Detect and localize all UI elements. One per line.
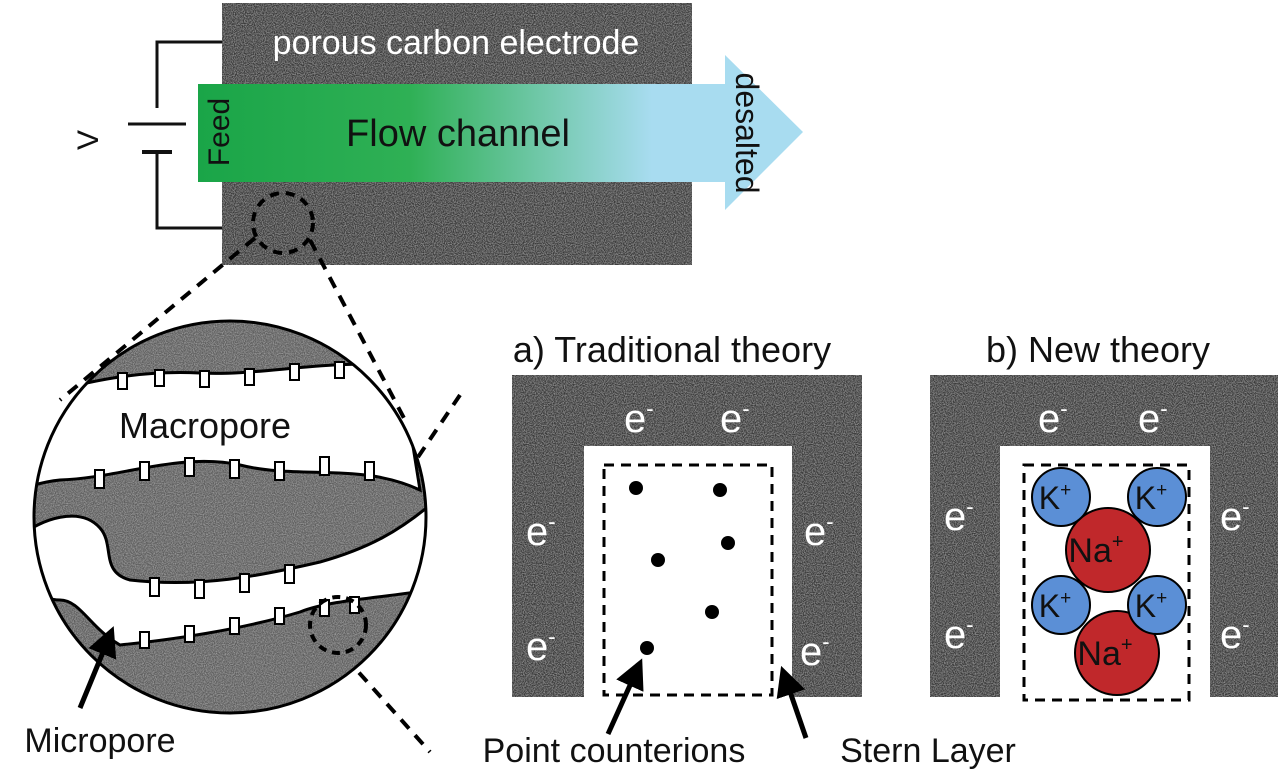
k-ion-1: K+ [1031, 467, 1091, 527]
electron-a-5: e- [526, 624, 556, 669]
panel-b-title: b) New theory [986, 329, 1210, 370]
electrons-a: e- e- e- e- e- e- [526, 396, 834, 674]
panel-a: a) Traditional theory e- e- e- e- e- e- … [483, 329, 1016, 770]
flow-channel-label: Flow channel [346, 113, 570, 155]
zoom-guides [58, 236, 462, 754]
svg-text:K+: K+ [1039, 588, 1071, 624]
cdi-cell: porous carbon electrode Flow channel Fee… [72, 3, 803, 265]
voltage-label: V [72, 130, 105, 150]
electron-a-1: e- [624, 396, 654, 441]
svg-text:K+: K+ [1135, 480, 1167, 516]
electrode-label: porous carbon electrode [273, 24, 640, 62]
electron-b-6: e- [1220, 612, 1250, 657]
electron-b-3: e- [944, 494, 974, 539]
electron-b-2: e- [1138, 396, 1168, 441]
ions: Na+ Na+ K+ K+ K+ K+ [1031, 467, 1187, 696]
counterion-1 [629, 481, 643, 495]
micropore-teeth [94, 361, 375, 649]
counterion-4 [721, 536, 735, 550]
k-ion-3: K+ [1031, 575, 1091, 635]
electron-a-4: e- [804, 509, 834, 554]
counterion-3 [651, 553, 665, 567]
feed-label: Feed [203, 98, 236, 166]
micropore-label: Micropore [24, 722, 175, 760]
panel-a-pore-wall [512, 375, 862, 697]
top-electrode [222, 3, 692, 85]
electron-a-2: e- [720, 396, 750, 441]
stern-layer-a [602, 463, 774, 697]
na-ion-1: Na+ [1065, 507, 1151, 593]
svg-text:Na+: Na+ [1068, 531, 1123, 570]
electron-b-1: e- [1038, 396, 1068, 441]
na-ion-2: Na+ [1074, 610, 1160, 696]
pore-zoom: Macropore Micropore [24, 319, 428, 760]
counterion-5 [705, 605, 719, 619]
lower-pore-region [34, 501, 426, 647]
panel-b: b) New theory e- e- e- e- e- e- Na+ Na+ … [930, 329, 1278, 702]
counterion-pointer [605, 658, 644, 736]
svg-text:K+: K+ [1135, 588, 1167, 624]
point-counterions [629, 481, 735, 655]
electron-b-4: e- [1220, 494, 1250, 539]
stern-layer-label: Stern Layer [840, 732, 1016, 770]
panel-a-title: a) Traditional theory [513, 329, 831, 370]
stern-layer-b [1022, 463, 1191, 702]
electron-a-6: e- [800, 629, 830, 674]
k-ion-4: K+ [1127, 575, 1187, 635]
micropore-zoom-circle [308, 595, 368, 655]
flow-channel-arrow [198, 55, 803, 210]
desalted-label: desalted [729, 73, 765, 194]
macropore-label: Macropore [119, 405, 291, 446]
voltage-circuit [128, 40, 222, 230]
stern-pointer [776, 665, 809, 739]
counterion-2 [713, 483, 727, 497]
electrons-b: e- e- e- e- e- e- [944, 396, 1250, 657]
counterion-6 [640, 641, 654, 655]
electron-b-5: e- [944, 612, 974, 657]
micropore-pointer [77, 626, 117, 709]
bottom-electrode [222, 181, 692, 265]
point-counterions-label: Point counterions [483, 732, 746, 770]
k-ion-2: K+ [1127, 467, 1187, 527]
svg-text:Na+: Na+ [1077, 634, 1132, 673]
svg-text:K+: K+ [1039, 480, 1071, 516]
zoom-source-circle [251, 191, 315, 255]
panel-b-pore-wall [930, 375, 1278, 697]
electron-a-3: e- [526, 509, 556, 554]
